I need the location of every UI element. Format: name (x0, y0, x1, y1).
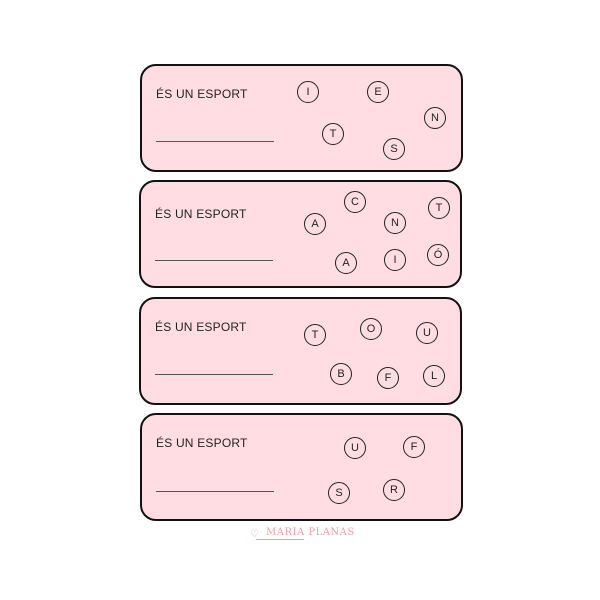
letter-circle: A (304, 213, 326, 235)
letter-circle: I (297, 81, 319, 103)
card-label: ÉS UN ESPORT (155, 207, 247, 221)
letter-circle: U (344, 437, 366, 459)
letter-circle: N (424, 107, 446, 129)
letter-circle: T (304, 324, 326, 346)
word-card-4: ÉS UN ESPORT U F S R (140, 413, 463, 521)
word-card-2: ÉS UN ESPORT C T A N A I Ó (139, 180, 462, 288)
letter-circle: F (403, 436, 425, 458)
letter-circle: L (423, 365, 445, 387)
letter-circle: U (416, 322, 438, 344)
letter-circle: T (428, 197, 450, 219)
letter-circle: F (377, 367, 399, 389)
letter-circle: S (328, 482, 350, 504)
brand-logo: ♡ MARIA PLANAS (250, 526, 360, 546)
brand-name: MARIA PLANAS (266, 527, 355, 538)
answer-line[interactable] (155, 260, 273, 261)
brand-underline (256, 539, 304, 540)
letter-circle: I (384, 249, 406, 271)
letter-circle: Ó (427, 244, 449, 266)
card-label: ÉS UN ESPORT (155, 320, 247, 334)
heart-icon: ♡ (250, 529, 259, 540)
letter-circle: C (344, 191, 366, 213)
answer-line[interactable] (156, 491, 274, 492)
letter-circle: A (335, 252, 357, 274)
card-label: ÉS UN ESPORT (156, 436, 248, 450)
answer-line[interactable] (155, 374, 273, 375)
letter-circle: T (322, 123, 344, 145)
letter-circle: E (367, 81, 389, 103)
word-card-1: ÉS UN ESPORT I E N T S (140, 64, 463, 172)
answer-line[interactable] (156, 141, 274, 142)
word-card-3: ÉS UN ESPORT O T U B F L (139, 297, 462, 405)
letter-circle: S (383, 138, 405, 160)
letter-circle: B (330, 363, 352, 385)
letter-circle: O (360, 318, 382, 340)
letter-circle: R (383, 479, 405, 501)
letter-circle: N (384, 212, 406, 234)
card-label: ÉS UN ESPORT (156, 87, 248, 101)
